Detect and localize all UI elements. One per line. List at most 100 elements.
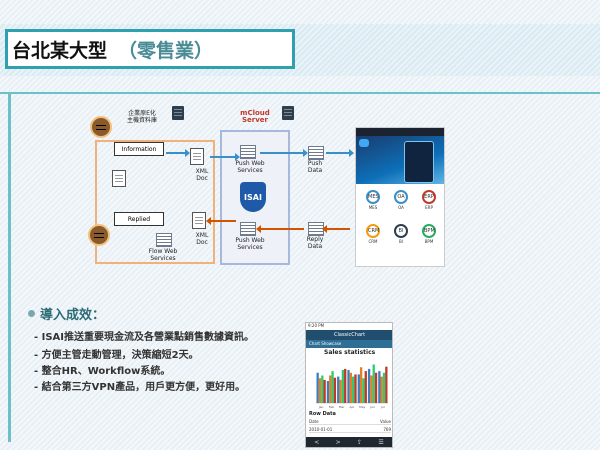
table-row: Date Value <box>309 419 391 425</box>
app-label: BPM <box>424 239 434 244</box>
cloud-label-line1: mCloud <box>240 109 270 117</box>
benefits-title: 導入成效： <box>40 308 106 323</box>
chart-title: Sales statistics <box>324 349 376 356</box>
app-icon-glyph: OA <box>394 190 408 204</box>
app-label: ERP <box>425 205 433 210</box>
x-tick-label: Jun <box>369 405 375 409</box>
app-icon-glyph: MES <box>366 190 380 204</box>
app-label: OA <box>398 205 404 210</box>
phone-nav-bar: < > ⇪ ☰ <box>306 437 392 447</box>
database-server-icon <box>172 106 184 120</box>
push-data-icon <box>308 146 324 160</box>
xml-doc-icon <box>190 148 204 165</box>
chart-bar <box>318 378 322 403</box>
flow-service-icon <box>156 233 172 247</box>
chart-bar <box>378 371 381 403</box>
chart-bar <box>382 372 386 403</box>
chart-bar <box>339 379 342 403</box>
chart-bar <box>380 376 383 403</box>
back-icon[interactable]: < <box>314 438 320 446</box>
architecture-diagram: 企業原E化 主機資料庫 mCloud Server Information Re… <box>80 100 450 270</box>
x-tick-label: Jan <box>318 405 324 409</box>
replied-box: Replied <box>114 212 164 226</box>
phone-mockup: 9:20 PM ClassicChart Chart Showcase Sale… <box>305 322 393 448</box>
tablet-logo-icon <box>359 139 369 147</box>
slide-title: 台北某大型 <box>12 40 108 62</box>
bullet-icon <box>28 310 35 317</box>
slide-subtitle: （零售業） <box>118 40 214 62</box>
book-icon[interactable]: ☰ <box>378 438 384 446</box>
user-bottom-icon <box>88 224 110 246</box>
cloud-label: mCloud Server <box>230 110 280 124</box>
share-icon[interactable]: ⇪ <box>357 438 363 446</box>
information-box: Information <box>114 142 164 156</box>
phone-status-bar: 9:20 PM <box>306 323 392 330</box>
db-label: 企業原E化 主機資料庫 <box>122 110 162 124</box>
push-ws-label: Push Web Services <box>235 237 265 251</box>
row-cell: Value <box>380 419 391 424</box>
chart-bar <box>364 371 367 403</box>
table-row: 2010-01-01 769 <box>309 427 391 433</box>
chart-bar <box>372 364 375 403</box>
app-icon-glyph: BPM <box>422 224 436 238</box>
flow-arrow <box>260 149 308 157</box>
reply-arrow <box>322 225 350 233</box>
app-label: BI <box>399 239 403 244</box>
cloud-server-icon <box>282 106 294 120</box>
title-box <box>5 29 295 69</box>
chart-bar <box>370 375 373 403</box>
xml-doc-label: XML Doc <box>195 168 209 182</box>
forward-icon[interactable]: > <box>335 438 341 446</box>
x-tick-label: Feb <box>329 405 334 409</box>
chart-bar <box>316 372 319 403</box>
reply-data-label: Reply Data <box>306 236 324 250</box>
flow-arrow <box>166 149 190 157</box>
x-tick-label: Jul <box>380 405 385 409</box>
chart-bar <box>349 372 352 403</box>
chart-bar <box>329 375 332 403</box>
user-top-icon <box>90 116 112 138</box>
row-cell: Date <box>309 419 319 424</box>
phone-app-bar: ClassicChart <box>306 330 392 340</box>
app-label: MES <box>368 205 378 210</box>
chart-bar <box>367 368 371 403</box>
push-ws-label: Push Web Services <box>235 160 265 174</box>
flow-ws-label: Flow Web Services <box>148 248 178 262</box>
cloud-label-line2: Server <box>241 116 268 124</box>
benefit-item: - ISAI推送重要現金流及各營業點銷售數據資訊。 <box>34 332 255 343</box>
chart-bar <box>341 370 345 403</box>
chart-bar <box>385 366 388 403</box>
app-icon-glyph: BI <box>394 224 408 238</box>
chart-bar <box>344 368 347 403</box>
chart-bar <box>357 374 360 403</box>
row-cell: 769 <box>383 427 391 432</box>
divider-top <box>0 92 600 94</box>
chart-bar <box>323 379 326 403</box>
chart-bar <box>337 376 340 403</box>
benefit-item: - 結合第三方VPN產品，用戶更方便，更好用。 <box>34 382 246 393</box>
isai-logo: ISAI <box>240 182 266 212</box>
x-tick-label: May <box>359 405 365 409</box>
benefit-item: - 方便主管走動管理，決策縮短2天。 <box>34 350 199 361</box>
xml-doc-icon <box>192 212 206 229</box>
row-data-title: Row Data <box>309 411 336 417</box>
reply-arrow <box>206 217 236 225</box>
benefit-item: - 整合HR、Workflow系統。 <box>34 366 171 377</box>
row-cell: 2010-01-01 <box>309 427 333 432</box>
chart-bar <box>354 374 357 403</box>
chart-bar <box>362 378 365 403</box>
chart-bar <box>321 375 324 403</box>
xml-doc-label: XML Doc <box>195 232 209 246</box>
chart-bar <box>374 372 378 403</box>
app-label: CRM <box>368 239 378 244</box>
db-label-line2: 主機資料庫 <box>126 117 157 124</box>
flow-arrow <box>326 149 354 157</box>
push-data-label: Push Data <box>307 160 323 174</box>
